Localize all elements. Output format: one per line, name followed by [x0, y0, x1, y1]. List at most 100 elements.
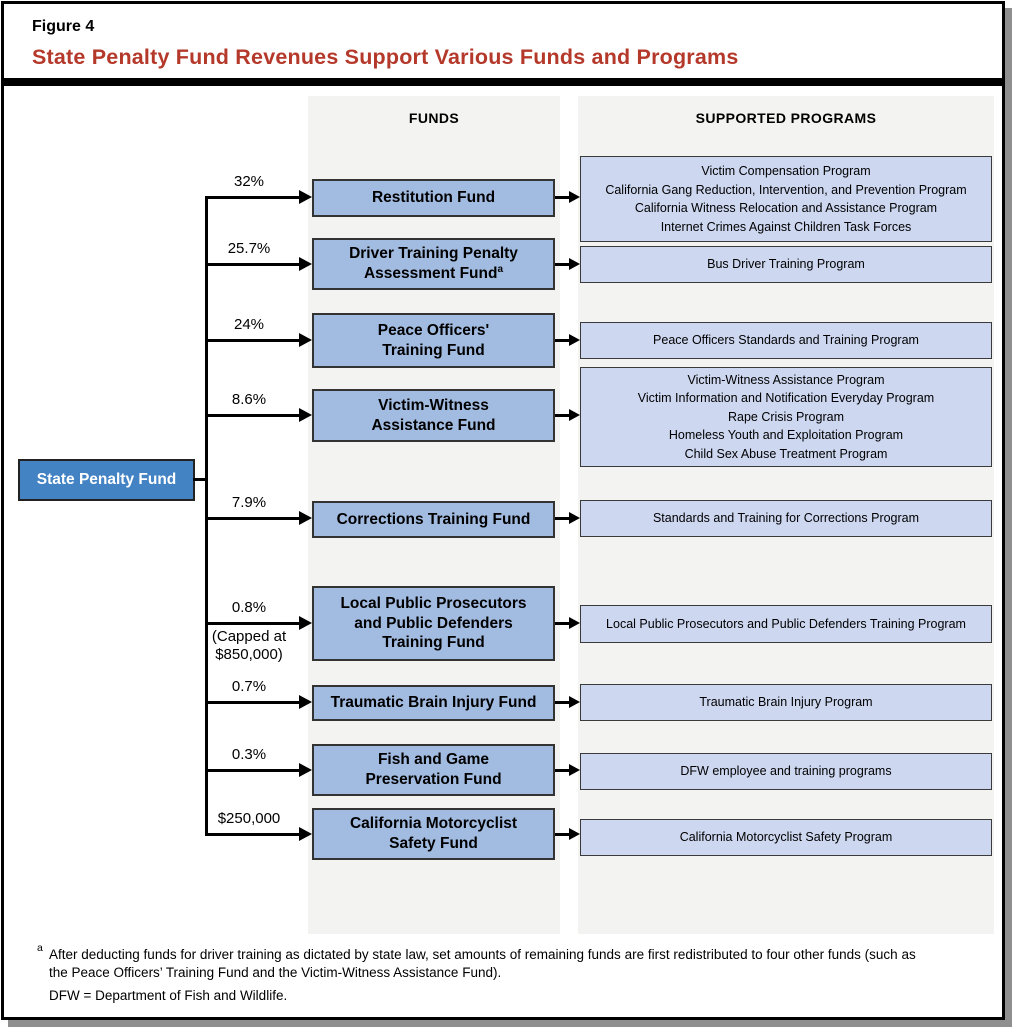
connector-line [555, 701, 569, 704]
program-name: California Gang Reduction, Intervention,… [605, 182, 967, 197]
figure-frame: Figure 4 State Penalty Fund Revenues Sup… [1, 1, 1005, 1020]
footnote-reference: a [497, 263, 504, 275]
program-box: California Motorcyclist Safety Program [580, 819, 992, 856]
program-name: California Motorcyclist Safety Program [679, 830, 893, 845]
arrow-right-icon [569, 258, 580, 270]
fund-box-label: Peace Officers' [378, 321, 489, 341]
connector-line [205, 263, 299, 266]
fund-box-label-text: Safety Fund [389, 835, 478, 852]
fund-box-label-text: Fish and Game [377, 751, 490, 769]
arrow-right-icon [569, 617, 580, 629]
arrow-right-icon [299, 616, 312, 630]
arrow-right-icon [569, 764, 580, 776]
connector-line [205, 414, 299, 417]
fund-box-label: Safety Fund [389, 834, 478, 854]
footnote-text: After deducting funds for driver trainin… [49, 947, 916, 962]
arrow-right-icon [299, 827, 312, 841]
fund-box-label-text: Driver Training Penalty [349, 245, 518, 263]
program-box: Traumatic Brain Injury Program [580, 684, 992, 721]
programs-column-header: SUPPORTED PROGRAMS [695, 110, 877, 126]
arrow-right-icon [299, 408, 312, 422]
program-name: Rape Crisis Program [727, 409, 844, 424]
program-name: Victim Information and Notification Ever… [637, 391, 935, 406]
trunk-connector-line [205, 196, 208, 836]
fund-box-label: Fish and Game [378, 750, 489, 770]
state-penalty-fund-box: State Penalty Fund [18, 459, 195, 501]
fund-box: Local Public Prosecutors and Public Defen… [312, 586, 555, 661]
fund-box-label: Traumatic Brain Injury Fund [331, 693, 537, 713]
fund-box-label-text: Victim-Witness [378, 396, 489, 414]
footnote-abbreviation: DFW = Department of Fish and Wildlife. [49, 988, 288, 1003]
arrow-right-icon [569, 334, 580, 346]
allocation-label: 0.8% [231, 599, 267, 616]
fund-box-label: Training Fund [382, 633, 484, 653]
program-box: Bus Driver Training Program [580, 246, 992, 283]
fund-box-label-text: Assessment Fund [363, 265, 498, 282]
program-name: Peace Officers Standards and Training Pr… [653, 333, 919, 348]
fund-box-label-text: Local Public Prosecutors [340, 594, 527, 612]
arrow-right-icon [299, 257, 312, 271]
fund-box-label: Assistance Fund [371, 416, 495, 436]
fund-box-label-text: Training Fund [382, 634, 485, 652]
arrow-right-icon [299, 695, 312, 709]
arrow-right-icon [569, 828, 580, 840]
fund-box-label-text: Assistance Fund [371, 416, 496, 434]
arrow-right-icon [299, 333, 312, 347]
allocation-cap-note: (Capped at [211, 628, 287, 645]
allocation-cap-note: $850,000) [215, 646, 283, 663]
program-name: Local Public Prosecutors and Public Defe… [606, 616, 966, 631]
allocation-label: 7.9% [231, 494, 267, 511]
connector-line [205, 622, 299, 625]
fund-box-label-text: Restitution Fund [371, 189, 496, 207]
fund-box-label: Victim-Witness [378, 396, 489, 416]
connector-line [555, 769, 569, 772]
fund-box-label: Driver Training Penalty [349, 244, 518, 264]
figure-number: Figure 4 [32, 18, 95, 35]
program-box: Peace Officers Standards and Training Pr… [580, 322, 992, 359]
program-name: Traumatic Brain Injury Program [699, 695, 873, 710]
fund-box-label: California Motorcyclist [350, 814, 517, 834]
program-name: Internet Crimes Against Children Task Fo… [660, 219, 912, 234]
fund-box-label-text: Training Fund [382, 341, 485, 359]
program-box: Local Public Prosecutors and Public Defe… [580, 605, 992, 643]
fund-box-label-text: Corrections Training Fund [336, 510, 531, 528]
fund-box-label: and Public Defenders [354, 614, 512, 634]
program-name: Bus Driver Training Program [707, 257, 865, 272]
arrow-right-icon [299, 763, 312, 777]
connector-line [555, 833, 569, 836]
connector-line [205, 701, 299, 704]
allocation-label: 0.7% [231, 678, 267, 695]
arrow-right-icon [299, 190, 312, 204]
fund-box-label: Corrections Training Fund [337, 510, 531, 530]
arrow-right-icon [569, 409, 580, 421]
fund-box: Traumatic Brain Injury Fund [312, 685, 555, 721]
program-name: DFW employee and training programs [680, 764, 892, 779]
fund-box-label: Local Public Prosecutors [340, 594, 526, 614]
connector-line [193, 478, 207, 481]
fund-box: Corrections Training Fund [312, 501, 555, 538]
connector-line [555, 339, 569, 342]
allocation-label: 25.7% [227, 240, 271, 257]
fund-box-label: Restitution Fund [372, 188, 495, 208]
fund-box: Restitution Fund [312, 179, 555, 217]
connector-line [555, 196, 569, 199]
connector-line [205, 339, 299, 342]
connector-line [555, 517, 569, 520]
arrow-right-icon [569, 696, 580, 708]
connector-line [205, 769, 299, 772]
funds-column-header: FUNDS [408, 110, 460, 126]
fund-box-label: Training Fund [382, 341, 484, 361]
arrow-right-icon [569, 512, 580, 524]
connector-line [555, 414, 569, 417]
fund-box-label-text: Preservation Fund [365, 771, 502, 788]
program-name: Victim Compensation Program [701, 164, 871, 178]
fund-box: Peace Officers'Training Fund [312, 313, 555, 368]
allocation-label: 32% [233, 173, 265, 190]
program-name: Homeless Youth and Exploitation Program [668, 428, 904, 443]
connector-line [205, 517, 299, 520]
